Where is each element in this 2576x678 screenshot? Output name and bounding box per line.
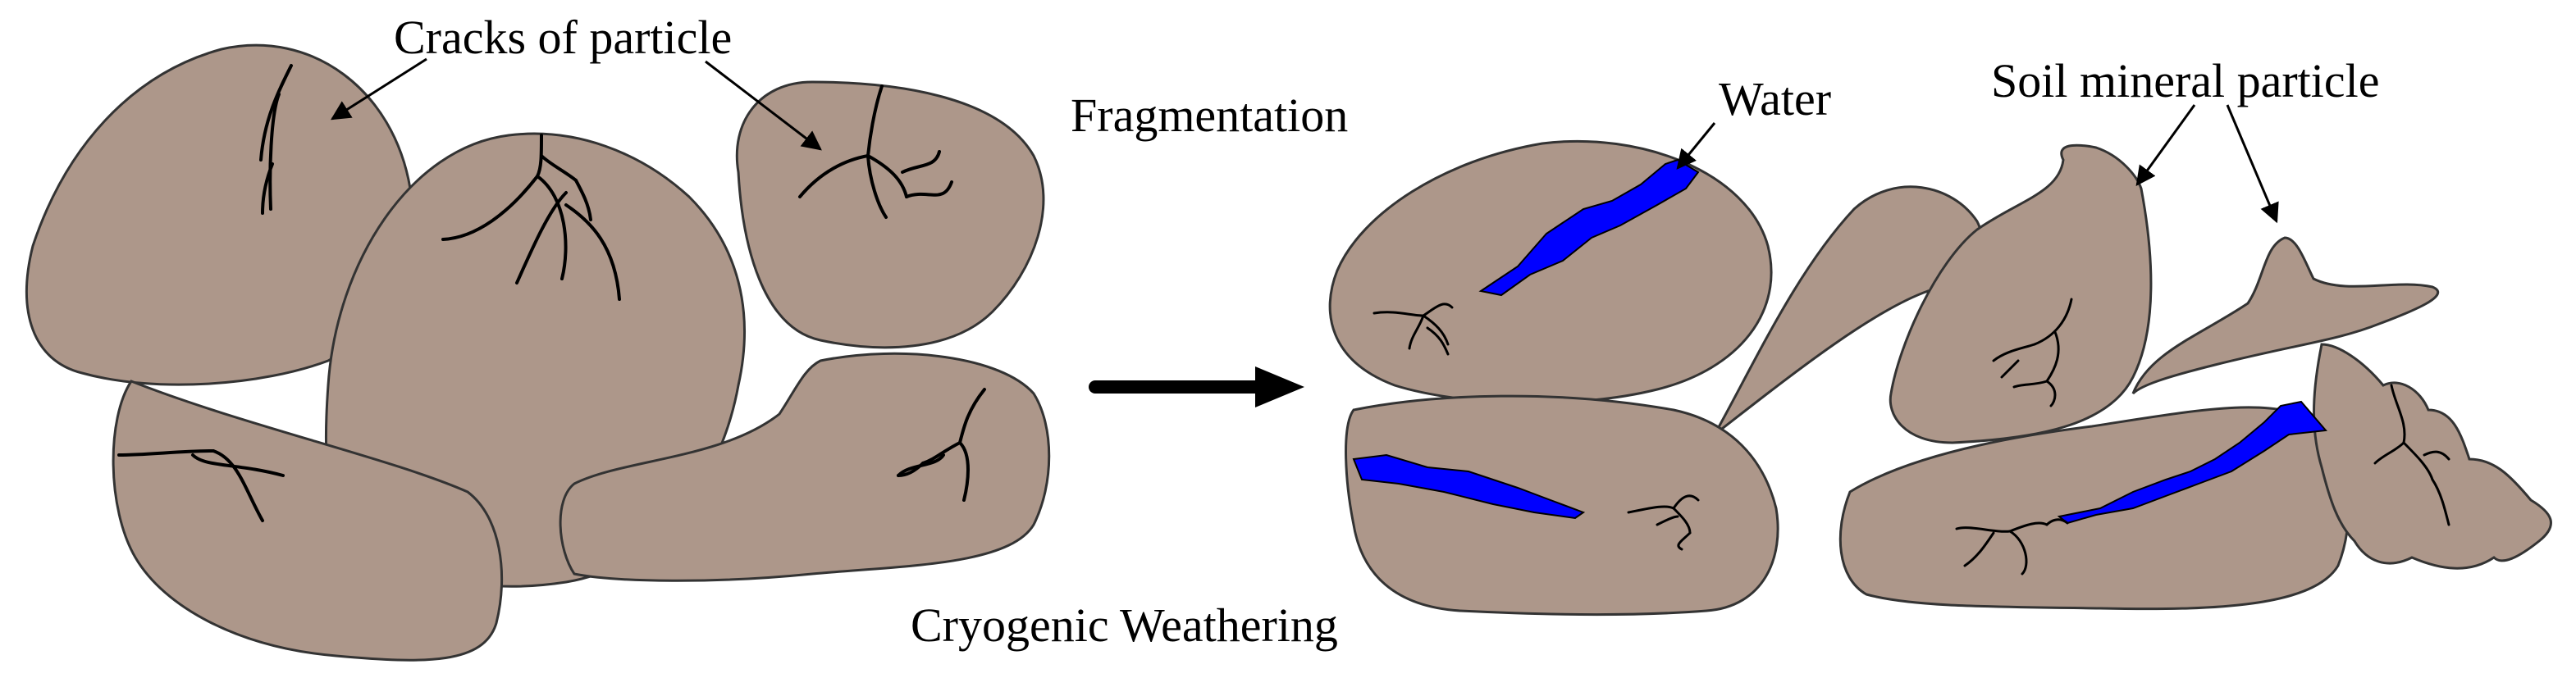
water-channels bbox=[1352, 158, 2327, 525]
process-arrow bbox=[1089, 366, 1304, 407]
label-soil: Soil mineral particle bbox=[1991, 54, 2380, 107]
water-bottom-right bbox=[2057, 400, 2327, 525]
label-weathering: Cryogenic Weathering bbox=[911, 598, 1338, 652]
fragment-sliver bbox=[1713, 185, 1984, 436]
label-water: Water bbox=[1719, 72, 1831, 125]
label-fragmentation: Fragmentation bbox=[1071, 89, 1348, 142]
fragment-top-left bbox=[1328, 139, 1773, 404]
cracks-left bbox=[117, 64, 986, 522]
intact-particles bbox=[25, 43, 1051, 662]
label-cracks: Cracks of particle bbox=[394, 11, 732, 64]
particle-bottom-right bbox=[559, 352, 1051, 582]
water-bottom-left bbox=[1352, 453, 1586, 520]
crack-annotations bbox=[330, 57, 822, 151]
cracks-right bbox=[1372, 298, 2450, 576]
water-annotations bbox=[1676, 104, 2279, 224]
fragment-jagged bbox=[2313, 343, 2552, 570]
water-top bbox=[1478, 158, 1700, 297]
fragmented-particles bbox=[1328, 139, 2552, 617]
fragment-mid-right bbox=[2131, 236, 2440, 395]
